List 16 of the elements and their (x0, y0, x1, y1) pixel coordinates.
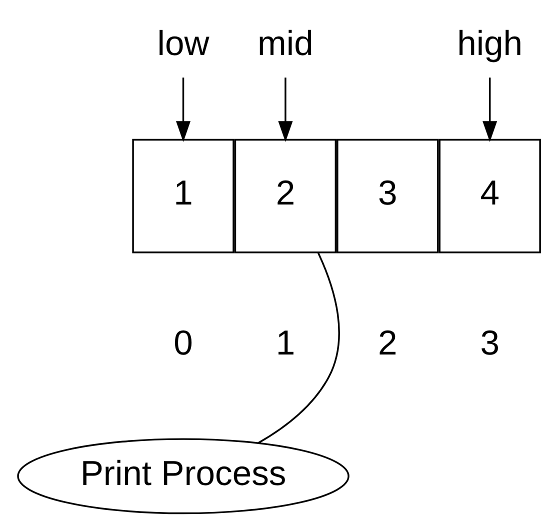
node-box: 3 (336, 138, 439, 254)
label: 2 (378, 324, 398, 363)
node-box: 2 (234, 138, 337, 254)
node-text: mid (258, 24, 314, 63)
node-box: 1 (132, 138, 234, 254)
arrow (176, 78, 191, 142)
node-text: low (157, 24, 210, 63)
label: 0 (174, 324, 193, 363)
label: 3 (480, 324, 500, 363)
node-text: high (457, 24, 523, 63)
arrow (482, 78, 498, 142)
node-box: 4 (438, 138, 541, 254)
label: 1 (276, 324, 296, 363)
arrow (278, 78, 293, 142)
node-ellipse: Print Process (17, 438, 350, 514)
connector (258, 252, 340, 444)
